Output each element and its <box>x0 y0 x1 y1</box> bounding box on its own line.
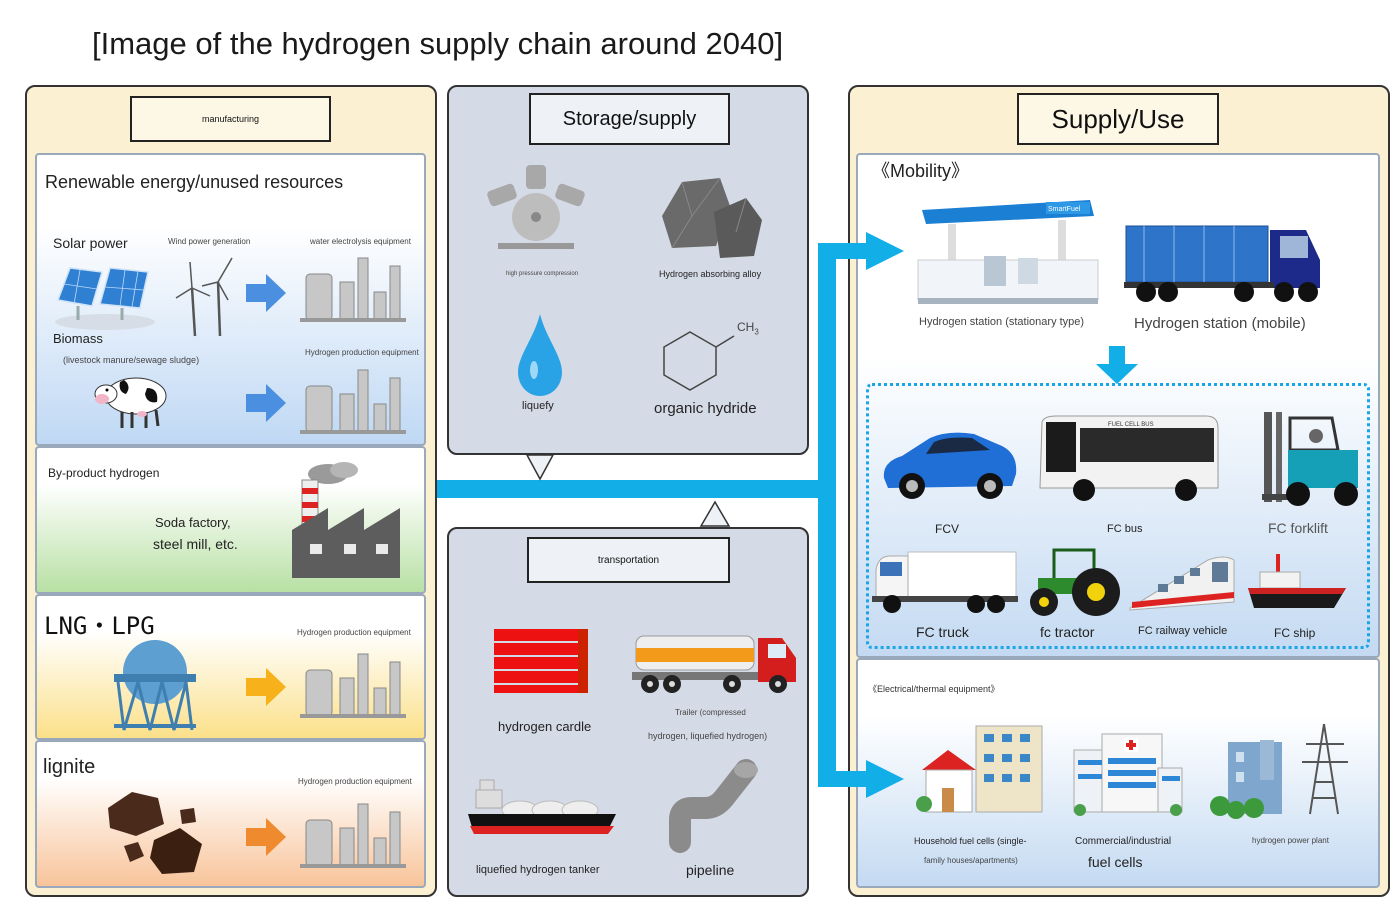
station-sign-text: SmartFuel <box>1048 206 1081 213</box>
wind-label: Wind power generation <box>168 237 251 246</box>
solar-label: Solar power <box>53 235 128 251</box>
renewable-arrow-icon <box>246 274 286 312</box>
trailer-truck-icon <box>632 635 796 693</box>
organic-hydride-icon <box>663 331 735 391</box>
lignite-equipment-icon <box>300 803 406 868</box>
pipeline-label: pipeline <box>686 862 735 878</box>
mobile-station-truck-icon <box>1124 225 1320 302</box>
compressor-icon <box>487 165 585 249</box>
mobility-heading: 《Mobility》 <box>872 161 970 181</box>
electrolysis-label: water electrolysis equipment <box>310 237 411 246</box>
fcv-car-icon <box>883 432 1017 499</box>
electrical-heading: 《Electrical/thermal equipment》 <box>868 684 1000 694</box>
hydrogen-station-icon: SmartFuel <box>917 200 1099 304</box>
ch-text: CH <box>737 320 755 334</box>
factory-icon <box>292 462 400 578</box>
page-title: [Image of the hydrogen supply chain arou… <box>92 26 784 61</box>
transport-header-label: transportation <box>597 554 660 566</box>
hydride-label: organic hydride <box>654 400 757 417</box>
electrolysis-equipment-icon <box>300 257 406 322</box>
cardle-label: hydrogen cardle <box>498 719 592 734</box>
fcv-label: FCV <box>935 522 959 536</box>
storage-header: Storage/supply <box>529 93 730 145</box>
biomass-label: Biomass <box>53 331 103 346</box>
fc-tractor-icon <box>1030 548 1120 616</box>
household-building-icon <box>916 725 1043 813</box>
hospital-icon <box>1073 733 1183 816</box>
bus-sign-text: FUEL CELL BUS <box>1108 422 1154 428</box>
up-triangle-connector <box>699 500 731 527</box>
trailer-line1: Trailer (compressed <box>675 708 746 717</box>
lignite-equipment-label: Hydrogen production equipment <box>298 777 412 786</box>
pipeline-icon <box>669 759 758 853</box>
manufacturing-header: manufacturing <box>130 96 331 142</box>
railway-label: FC railway vehicle <box>1138 625 1228 637</box>
fc-forklift-icon <box>1262 412 1358 506</box>
lignite-heading: lignite <box>43 756 96 778</box>
vehicles-box <box>866 383 1370 649</box>
transport-header: transportation <box>527 537 730 583</box>
ch-subscript: 3 <box>754 327 759 337</box>
biomass-equipment-label: Hydrogen production equipment <box>305 348 419 357</box>
truck-label: FC truck <box>916 624 969 640</box>
compression-label: high pressure compression <box>506 271 579 277</box>
household-line1: Household fuel cells (single- <box>914 836 1027 846</box>
solar-panel-icon <box>55 267 155 330</box>
biomass-arrow-icon <box>246 384 286 422</box>
power-plant-label: hydrogen power plant <box>1252 836 1329 845</box>
trailer-line2: hydrogen, liquefied hydrogen) <box>648 731 768 741</box>
down-triangle-connector <box>525 454 555 481</box>
ship-label: FC ship <box>1274 626 1316 640</box>
tanker-label: liquefied hydrogen tanker <box>476 864 600 876</box>
commercial-line1: Commercial/industrial <box>1075 836 1172 847</box>
ch-label: CH3 <box>737 320 759 336</box>
fc-ship-icon <box>1248 554 1346 608</box>
storage-header-label: Storage/supply <box>562 107 697 130</box>
bus-label: FC bus <box>1107 523 1143 535</box>
commercial-line2: fuel cells <box>1088 854 1143 870</box>
forklift-label: FC forklift <box>1268 520 1328 536</box>
gas-tank-icon <box>114 640 196 731</box>
manufacturing-header-label: manufacturing <box>201 114 260 124</box>
supply-header: Supply/Use <box>1017 93 1219 145</box>
lignite-coal-icon <box>108 792 202 874</box>
hydrogen-alloy-icon <box>662 177 762 258</box>
lng-equipment-icon <box>300 653 406 718</box>
alloy-label: Hydrogen absorbing alloy <box>659 269 762 279</box>
liquefy-label: liquefy <box>522 400 554 412</box>
supply-header-label: Supply/Use <box>1051 103 1185 134</box>
tractor-label: fc tractor <box>1040 624 1095 640</box>
tanker-ship-icon <box>468 779 616 834</box>
biomass-note: (livestock manure/sewage sludge) <box>63 355 200 365</box>
transport-panel <box>447 527 809 897</box>
fc-railway-icon <box>1129 556 1235 611</box>
lignite-arrow-icon <box>246 818 286 856</box>
renewable-heading: Renewable energy/unused resources <box>45 172 344 192</box>
hydrogen-cardle-icon <box>494 629 588 693</box>
station-mobile-label: Hydrogen station (mobile) <box>1134 315 1306 332</box>
lng-arrow-icon <box>246 668 286 706</box>
fc-bus-icon: FUEL CELL BUS <box>1039 415 1219 501</box>
byproduct-line1: Soda factory, <box>155 515 231 530</box>
cow-icon <box>94 377 167 428</box>
storage-panel <box>447 85 809 455</box>
biomass-equipment-icon <box>300 369 406 434</box>
household-line2: family houses/apartments) <box>924 856 1018 865</box>
fc-truck-icon <box>872 551 1018 613</box>
lng-equipment-label: Hydrogen production equipment <box>297 628 411 637</box>
lng-heading: LNG・LPG <box>44 612 155 640</box>
station-stationary-label: Hydrogen station (stationary type) <box>919 316 1085 328</box>
water-drop-icon <box>518 314 562 396</box>
wind-turbine-icon <box>175 257 233 337</box>
byproduct-heading: By-product hydrogen <box>48 466 160 480</box>
byproduct-line2: steel mill, etc. <box>153 536 238 552</box>
power-plant-icon <box>1210 723 1348 819</box>
